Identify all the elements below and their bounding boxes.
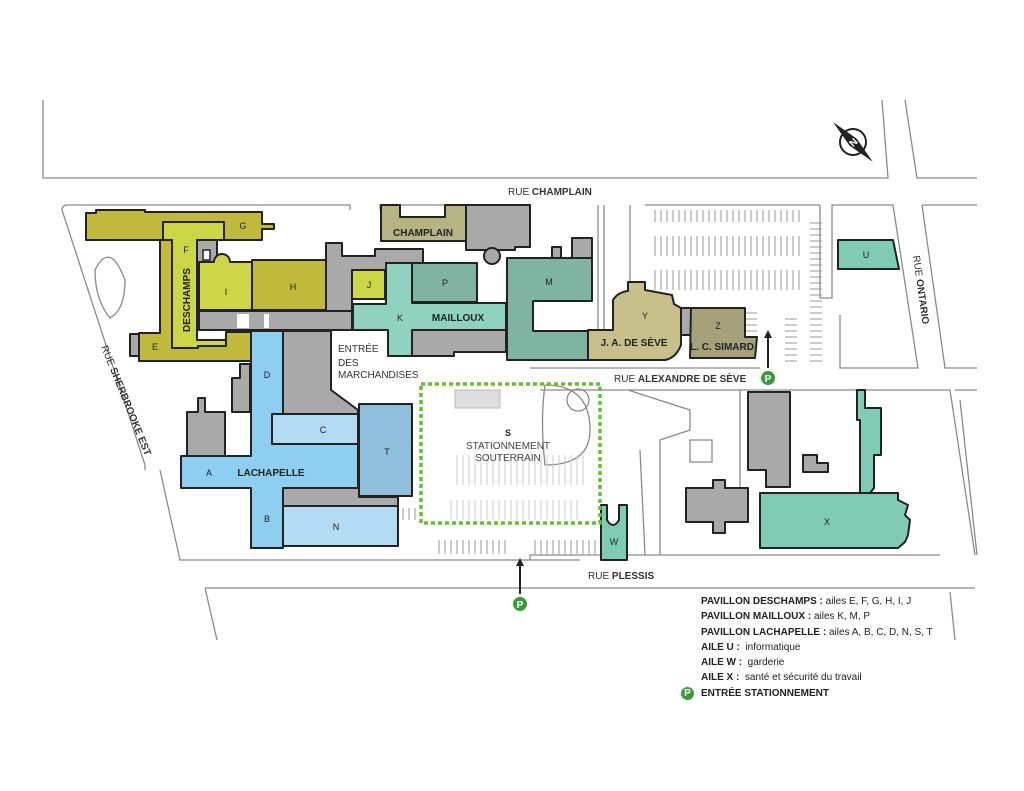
wing-c-label: C [320,425,327,435]
wing-w[interactable]: W [600,504,628,561]
lachapelle-label: LACHAPELLE [237,468,305,479]
wing-u-label: U [863,250,870,260]
legend-item: PAVILLON MAILLOUX : ailes K, M, P [701,611,871,623]
entree-line2: DES [338,358,359,369]
parking-label-line2: SOUTERRAIN [475,453,541,464]
delivery-entrance-label: ENTRÉE DES MARCHANDISES [338,342,419,381]
wing-d-label: D [264,370,271,380]
pavillon-lachapelle[interactable]: D C T A B N LACHAPELLE [180,330,413,549]
road-outlines [42,99,978,641]
surface-parking [400,210,822,554]
wing-j-label: J [367,280,372,290]
champlain-label: CHAMPLAIN [393,228,453,239]
street-alexandre-de-seve: RUE ALEXANDRE DE SÈVE [614,372,747,385]
pavillon-deseve[interactable]: Y J. A. DE SÈVE [587,281,682,361]
wing-w-label: W [610,537,619,547]
legend: PAVILLON DESCHAMPS : ailes E, F, G, H, I… [681,594,933,701]
deschamps-label: DESCHAMPS [182,268,193,332]
parking-icon-letter: P [517,600,524,611]
pavillon-champlain[interactable]: CHAMPLAIN [380,204,467,242]
legend-item: PAVILLON LACHAPELLE : ailes A, B, C, D, … [701,626,933,638]
entree-line3: MARCHANDISES [338,370,419,381]
wing-f-label: F [183,245,189,255]
wing-u[interactable]: U [837,239,900,270]
wing-t-label: T [384,447,390,457]
wing-i-label: I [225,287,228,297]
pavillon-simard[interactable]: Z L. C. SIMARD [689,307,758,359]
wing-x-label: X [824,517,830,527]
wing-g-label: G [239,221,246,231]
street-plessis: RUE PLESSIS [588,571,654,582]
entree-line1: ENTRÉE [338,342,379,355]
parking-icon: P [681,686,694,700]
north-compass-icon: N [833,122,873,162]
wing-y-label: Y [642,311,648,321]
pavillon-mailloux[interactable]: K P M MAILLOUX [352,257,593,361]
wing-a-label: A [206,468,212,478]
legend-item: AILE W : garderie [701,657,785,669]
parking-entrance-alexandre[interactable]: P [761,330,775,385]
wing-s-label: S [505,428,511,438]
simard-label: L. C. SIMARD [690,342,754,353]
parking-label-line1: STATIONNEMENT [466,441,550,452]
wing-x[interactable]: X [759,389,911,549]
parking-entrance-plessis[interactable]: P [513,558,527,611]
wing-m-label: M [545,277,553,287]
parking-icon [761,371,775,385]
deseve-label: J. A. DE SÈVE [601,336,668,349]
street-ontario: RUE ONTARIO [910,255,931,325]
wing-e-label: E [152,342,158,352]
wing-z-label: Z [715,321,721,331]
mailloux-label: MAILLOUX [432,313,485,324]
wing-b-label: B [264,514,270,524]
parking-icon-letter: P [765,374,772,385]
underground-parking-s[interactable]: S STATIONNEMENT SOUTERRAIN [419,382,602,525]
legend-item: AILE X : santé et sécurité du travail [701,672,862,684]
street-champlain: RUE CHAMPLAIN [508,187,592,198]
wing-k-label: K [397,313,403,323]
pavillon-deschamps[interactable]: G F E I H J DESCHAMPS [85,209,386,362]
wing-p-label: P [442,278,448,288]
parking-icon [513,597,527,611]
wing-h-label: H [290,282,297,292]
wing-n-label: N [333,522,340,532]
legend-item: AILE U : informatique [701,641,801,653]
legend-item: PAVILLON DESCHAMPS : ailes E, F, G, H, I… [701,596,912,607]
